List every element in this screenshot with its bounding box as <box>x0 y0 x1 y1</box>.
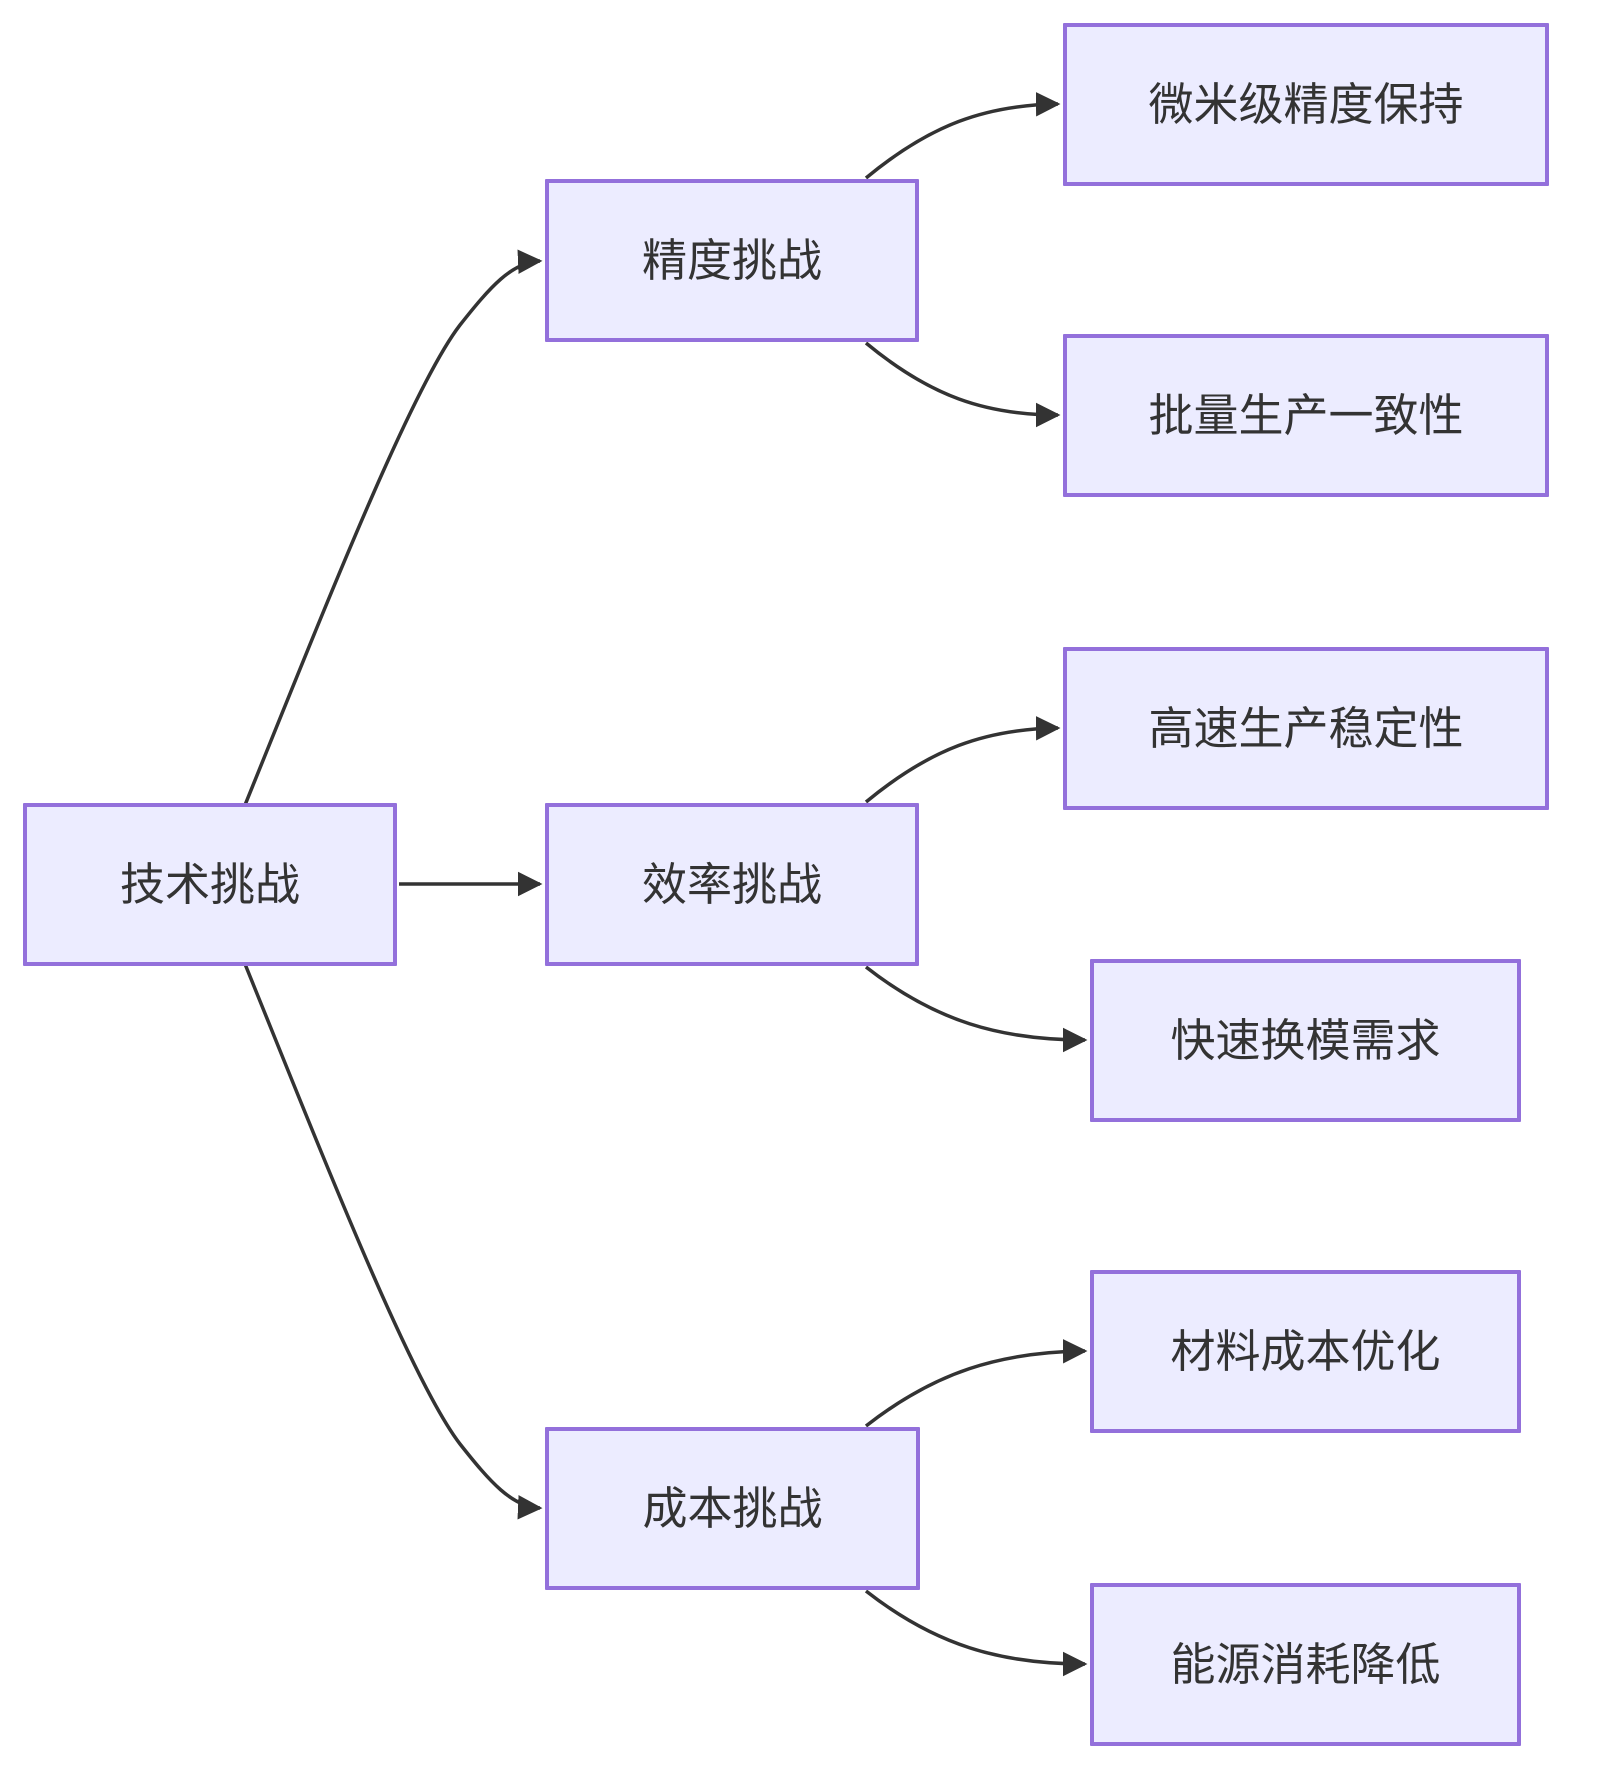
edge-precision-to-batch <box>864 341 1061 428</box>
node-label: 精度挑战 <box>641 235 822 286</box>
edge-precision-to-micron <box>864 92 1061 180</box>
node-label: 效率挑战 <box>641 859 822 910</box>
node-batch-consistency: 批量生产一致性 <box>1063 334 1549 497</box>
node-quick-changeover: 快速换模需求 <box>1090 959 1521 1122</box>
edge-efficiency-to-changeover <box>864 965 1088 1053</box>
node-label: 微米级精度保持 <box>1148 79 1464 130</box>
edge-efficiency-to-stability <box>864 716 1061 804</box>
node-energy-reduction: 能源消耗降低 <box>1090 1583 1521 1746</box>
node-label: 批量生产一致性 <box>1148 390 1464 441</box>
node-label: 能源消耗降低 <box>1170 1639 1441 1690</box>
node-label: 高速生产稳定性 <box>1148 703 1464 754</box>
node-material-cost: 材料成本优化 <box>1090 1270 1521 1433</box>
edge-cost-to-material <box>864 1339 1088 1428</box>
edge-root-to-cost <box>243 963 543 1520</box>
node-label: 快速换模需求 <box>1170 1015 1441 1066</box>
edge-cost-to-energy <box>864 1589 1088 1677</box>
node-label: 材料成本优化 <box>1170 1326 1441 1377</box>
node-label: 成本挑战 <box>642 1483 823 1534</box>
node-micron-precision: 微米级精度保持 <box>1063 23 1549 186</box>
node-efficiency-challenge: 效率挑战 <box>545 803 919 966</box>
node-highspeed-stability: 高速生产稳定性 <box>1063 647 1549 810</box>
edge-root-to-precision <box>243 249 543 806</box>
node-precision-challenge: 精度挑战 <box>545 179 919 342</box>
node-cost-challenge: 成本挑战 <box>545 1427 920 1590</box>
node-tech-challenge: 技术挑战 <box>23 803 397 966</box>
node-label: 技术挑战 <box>119 859 300 910</box>
